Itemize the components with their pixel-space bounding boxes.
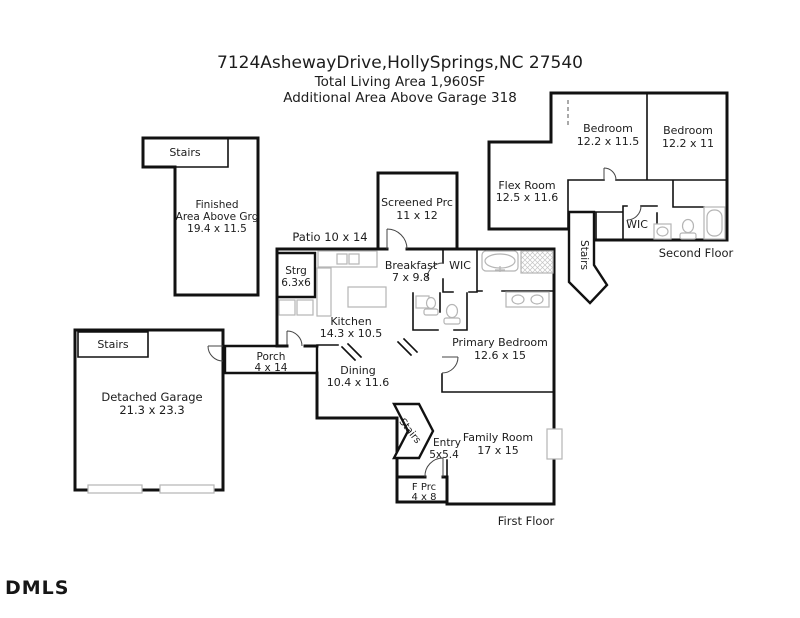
room-label-entry: Entry — [433, 437, 461, 449]
bathtub-icon — [703, 206, 726, 240]
room-label-bedroom-2: Bedroom — [663, 124, 713, 137]
finished-area-line3: 19.4 x 11.5 — [187, 223, 247, 235]
room-dims-bedroom-1: 12.2 x 11.5 — [577, 135, 640, 148]
primary-bath-fixtures — [415, 250, 554, 325]
storage-room-outline — [275, 251, 317, 299]
bathtub-inner-icon — [706, 209, 723, 237]
opening-ticks — [340, 337, 419, 362]
garage-outline — [73, 328, 225, 492]
screened-porch-outline — [376, 171, 459, 250]
toilet-base-icon — [443, 317, 461, 325]
second-floor-bathroom — [653, 206, 726, 240]
room-label-porch: Porch — [257, 351, 286, 363]
room-label-dining: Dining — [340, 364, 376, 377]
first-floor-outline — [275, 247, 556, 506]
room-label-strg: Strg — [285, 265, 307, 277]
room-dims-dining: 10.4 x 11.6 — [327, 376, 390, 389]
room-label-bedroom-1: Bedroom — [583, 122, 633, 135]
door-arc — [603, 167, 617, 181]
room-dims-family-room: 17 x 15 — [477, 444, 519, 457]
room-label-wic-first: WIC — [449, 259, 471, 272]
garage-door — [159, 484, 215, 494]
room-label-family-room: Family Room — [463, 431, 533, 444]
room-label-kitchen: Kitchen — [330, 315, 371, 328]
stairs-connector: Stairs — [567, 210, 609, 305]
second-floor-outline — [487, 91, 729, 242]
sink-bowl-icon — [511, 294, 525, 305]
finished-stairs-walls — [142, 137, 229, 168]
finished-area-line1: Finished — [195, 199, 238, 211]
sink-icon — [653, 223, 672, 240]
stairs-arrow-shape — [567, 210, 609, 305]
page-title: 7124AshewayDrive,HollySprings,NC 27540 — [217, 53, 583, 73]
additional-area-subtitle: Additional Area Above Garage 318 — [283, 90, 517, 106]
room-label-flex-room: Flex Room — [498, 179, 555, 192]
door-arc — [626, 205, 642, 221]
door-arc — [286, 330, 303, 347]
sink-bowl-icon — [530, 294, 544, 305]
room-dims-strg: 6.3x6 — [281, 277, 311, 289]
room-dims-primary-bedroom: 12.6 x 15 — [474, 349, 526, 362]
room-dims-kitchen: 14.3 x 10.5 — [320, 327, 383, 340]
toilet-icon — [445, 303, 459, 319]
room-label-primary-bedroom: Primary Bedroom — [452, 336, 548, 349]
room-dims-entry: 5x5.4 — [429, 449, 459, 461]
stairs-mid-label: Stairs — [578, 240, 590, 270]
second-floor-plan: Bedroom 12.2 x 11.5 Bedroom 12.2 x 11 Fl… — [487, 91, 734, 260]
door-arc — [441, 356, 459, 374]
toilet-base-icon — [423, 308, 439, 316]
detached-garage: Stairs Detached Garage 21.3 x 23.3 — [73, 328, 225, 494]
room-dims-flex-room: 12.5 x 11.6 — [496, 191, 559, 204]
room-label-garage: Detached Garage — [101, 390, 202, 404]
toilet-base-icon — [679, 232, 697, 240]
first-floor-interior-walls — [316, 248, 555, 478]
garage-door — [87, 484, 143, 494]
room-label-breakfast: Breakfast — [385, 259, 438, 272]
shower-icon — [520, 250, 554, 274]
sink-icon — [348, 253, 360, 265]
finished-area-above-garage: Stairs Finished Area Above Grg 19.4 x 11… — [141, 136, 260, 297]
kitchen-counter-side — [316, 267, 332, 317]
door-arc — [386, 228, 408, 250]
room-label-f-prc: F Prc — [412, 482, 436, 493]
toilet-icon — [425, 296, 437, 310]
first-floor-label: First Floor — [498, 514, 555, 528]
header: 7124AshewayDrive,HollySprings,NC 27540 T… — [217, 53, 583, 106]
dryer-icon — [296, 299, 314, 316]
vanity-icon — [505, 291, 550, 308]
second-floor-label: Second Floor — [659, 246, 734, 260]
finished-stairs-label: Stairs — [169, 146, 201, 159]
washer-icon — [278, 299, 296, 316]
room-label-wic-second: WIC — [626, 218, 648, 231]
room-dims-breakfast: 7 x 9.8 — [392, 271, 430, 284]
door-arc — [426, 262, 444, 280]
room-dims-bedroom-2: 12.2 x 11 — [662, 137, 714, 150]
kitchen-island — [347, 286, 387, 308]
sink-bowl-icon — [656, 226, 669, 237]
room-dims-porch: 4 x 14 — [255, 362, 288, 374]
door-arc — [424, 457, 444, 478]
fireplace-icon — [546, 428, 563, 460]
mls-logo: DMLS — [5, 577, 69, 599]
front-porch-outline — [395, 475, 449, 504]
finished-area-line2: Area Above Grg — [176, 211, 259, 223]
door-arc — [207, 345, 224, 362]
kitchen-fixtures — [278, 250, 387, 317]
garage-stairs-label: Stairs — [97, 338, 129, 351]
patio-label: Patio 10 x 14 — [292, 230, 367, 244]
garage-stairs-walls — [77, 331, 149, 358]
room-label-screened-prc: Screened Prc — [381, 196, 453, 209]
room-dims-f-prc: 4 x 8 — [412, 492, 437, 503]
toilet-icon — [681, 218, 695, 234]
porch: Porch 4 x 14 — [223, 330, 319, 375]
first-floor-plan: Screened Prc 11 x 12 Patio 10 x 14 Strg … — [275, 171, 563, 528]
room-dims-garage: 21.3 x 23.3 — [119, 403, 184, 417]
room-dims-screened-prc: 11 x 12 — [396, 209, 438, 222]
living-area-subtitle: Total Living Area 1,960SF — [314, 74, 486, 90]
range-icon — [336, 253, 348, 265]
entry-stairs-shape — [392, 402, 435, 460]
faucet-icon — [495, 266, 505, 272]
